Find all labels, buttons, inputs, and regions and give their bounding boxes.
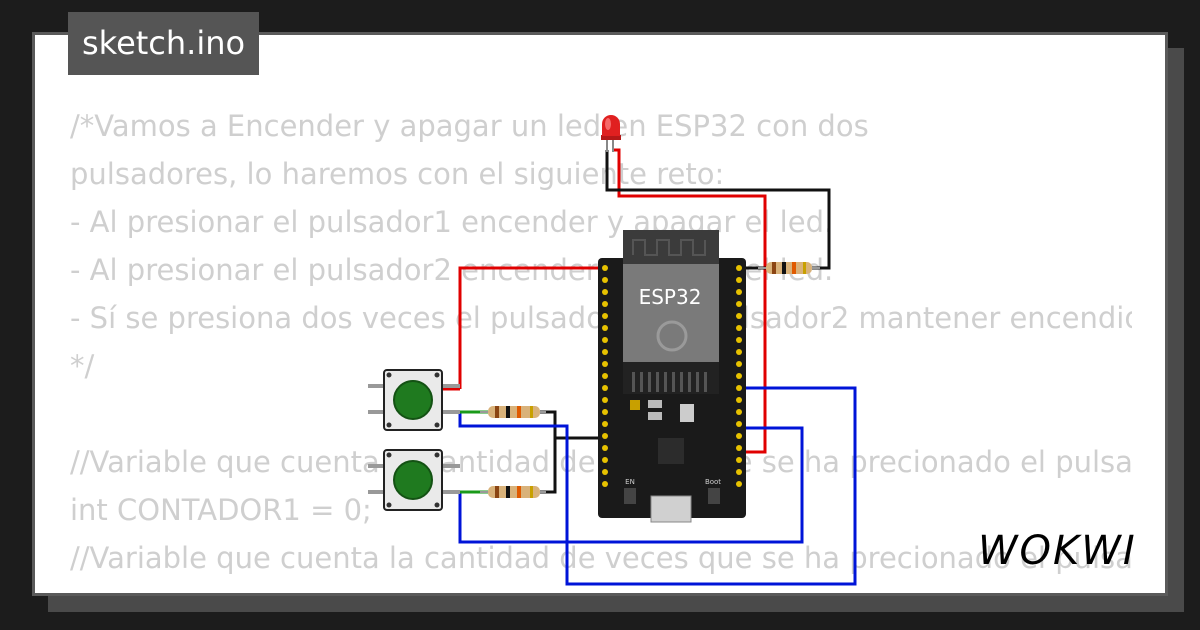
code-line: int CONTADOR1 = 0; [70,493,372,527]
file-title: sketch.ino [68,12,260,75]
esp32-label: ESP32 [639,285,702,309]
code-line: //Variable que cuenta la cantidad de vec… [70,541,1132,575]
pin-header-left [602,265,608,487]
code-line: /*Vamos a Encender y apagar un led en ES… [70,109,869,143]
pushbutton-2[interactable] [368,449,460,511]
wokwi-logo: WOKWI [978,528,1137,574]
code-line: - Al presionar el pulsador1 encender y a… [70,205,834,239]
en-button-label: EN [625,478,635,486]
resistor-button2 [480,486,546,498]
wire-blue-button2 [458,426,804,544]
resistor-led [758,262,820,274]
pushbutton-1[interactable] [368,369,460,431]
espressif-logo-icon [656,320,688,352]
wire-black-resistors [540,410,557,494]
code-preview: /*Vamos a Encender y apagar un led en ES… [70,102,1132,596]
wire-blue-button1 [458,386,857,586]
wire-red-led [613,148,767,454]
esp32-board[interactable]: ESP32 EN Boot [598,230,746,523]
usb-port [650,495,692,523]
pin-header-right [736,265,742,487]
code-line: int CONTADOR2 = 0; [70,582,1132,596]
code-line: pulsadores, lo haremos con el siguiente … [70,157,725,191]
code-line: */ [70,349,95,383]
wire-black-led [605,150,831,270]
boot-button-label: Boot [705,478,721,486]
code-line: - Sí se presiona dos veces el pulsador1 … [70,301,1132,335]
wire-red-button1 [458,266,606,389]
led-red[interactable] [601,115,621,152]
resistor-button1 [480,406,546,418]
